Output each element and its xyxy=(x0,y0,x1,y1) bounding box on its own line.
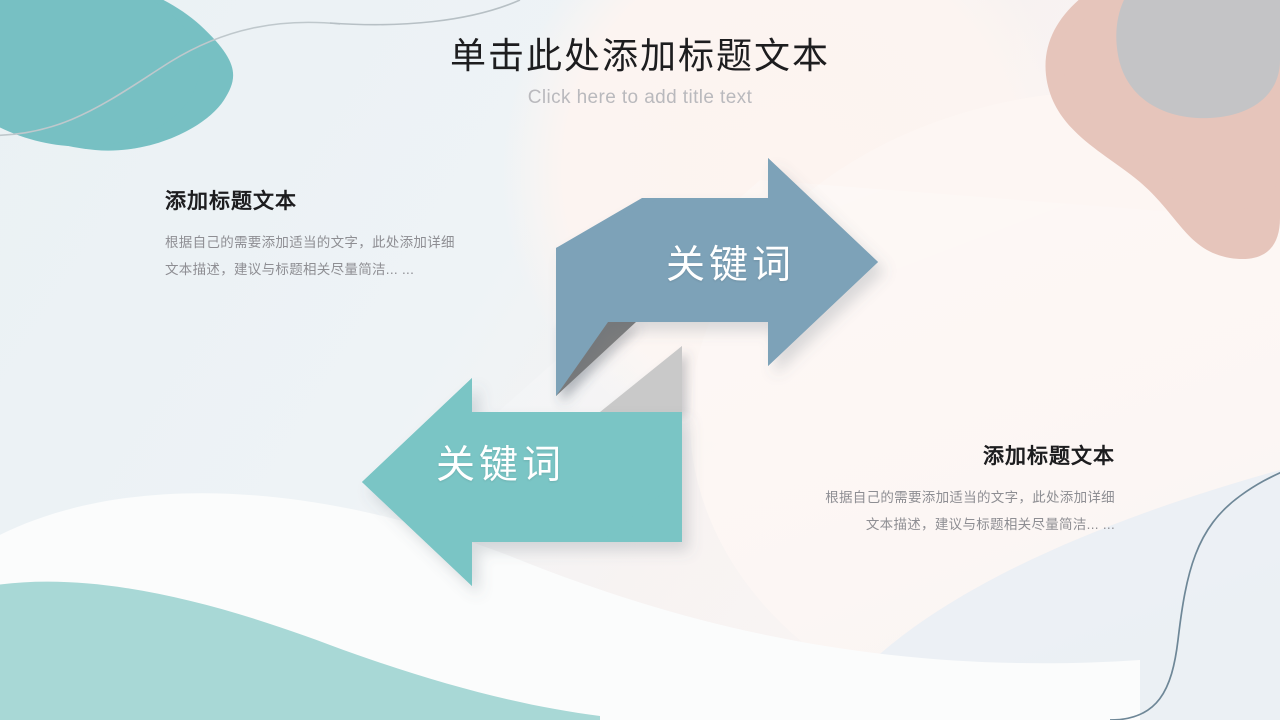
text-block-right-body[interactable]: 根据自己的需要添加适当的文字，此处添加详细文本描述，建议与标题相关尽量简洁...… xyxy=(825,490,1115,532)
thin-curve-line-bottom-right xyxy=(1109,471,1280,720)
cool-panel-bottom-right xyxy=(700,470,1280,720)
text-block-left: 添加标题文本 根据自己的需要添加适当的文字，此处添加详细文本描述，建议与标题相关… xyxy=(165,185,465,283)
page-title[interactable]: 单击此处添加标题文本 xyxy=(449,36,830,76)
text-block-right-heading[interactable]: 添加标题文本 xyxy=(983,444,1115,468)
page-subtitle[interactable]: Click here to add title text xyxy=(527,87,753,109)
title-block: 单击此处添加标题文本 Click here to add title text xyxy=(340,36,940,109)
arrow-left-head-wedge xyxy=(472,412,682,542)
arrow-left-label[interactable]: 关键词 xyxy=(436,444,566,487)
arrow-left-label-wrap: 关键词 xyxy=(358,330,706,590)
thin-curve-line-top-left-ext xyxy=(329,0,521,26)
blob-gray-top-right xyxy=(1116,0,1280,119)
text-block-left-body[interactable]: 根据自己的需要添加适当的文字，此处添加详细文本描述，建议与标题相关尽量简洁...… xyxy=(165,235,455,277)
text-block-right: 添加标题文本 根据自己的需要添加适当的文字，此处添加详细文本描述，建议与标题相关… xyxy=(815,440,1115,538)
blob-teal-bottom-left-fill xyxy=(0,587,545,720)
text-block-left-heading[interactable]: 添加标题文本 xyxy=(165,189,297,213)
arrow-right-tail-wedge xyxy=(556,198,768,322)
arrow-right-shape[interactable] xyxy=(556,158,878,396)
thin-curve-line-top-left xyxy=(0,21,341,137)
blob-teal-top-left-lobe xyxy=(0,0,200,147)
fold-light-triangle-body xyxy=(600,346,682,412)
arrow-right-label[interactable]: 关键词 xyxy=(666,244,796,287)
arrow-left-shape[interactable] xyxy=(362,378,682,586)
